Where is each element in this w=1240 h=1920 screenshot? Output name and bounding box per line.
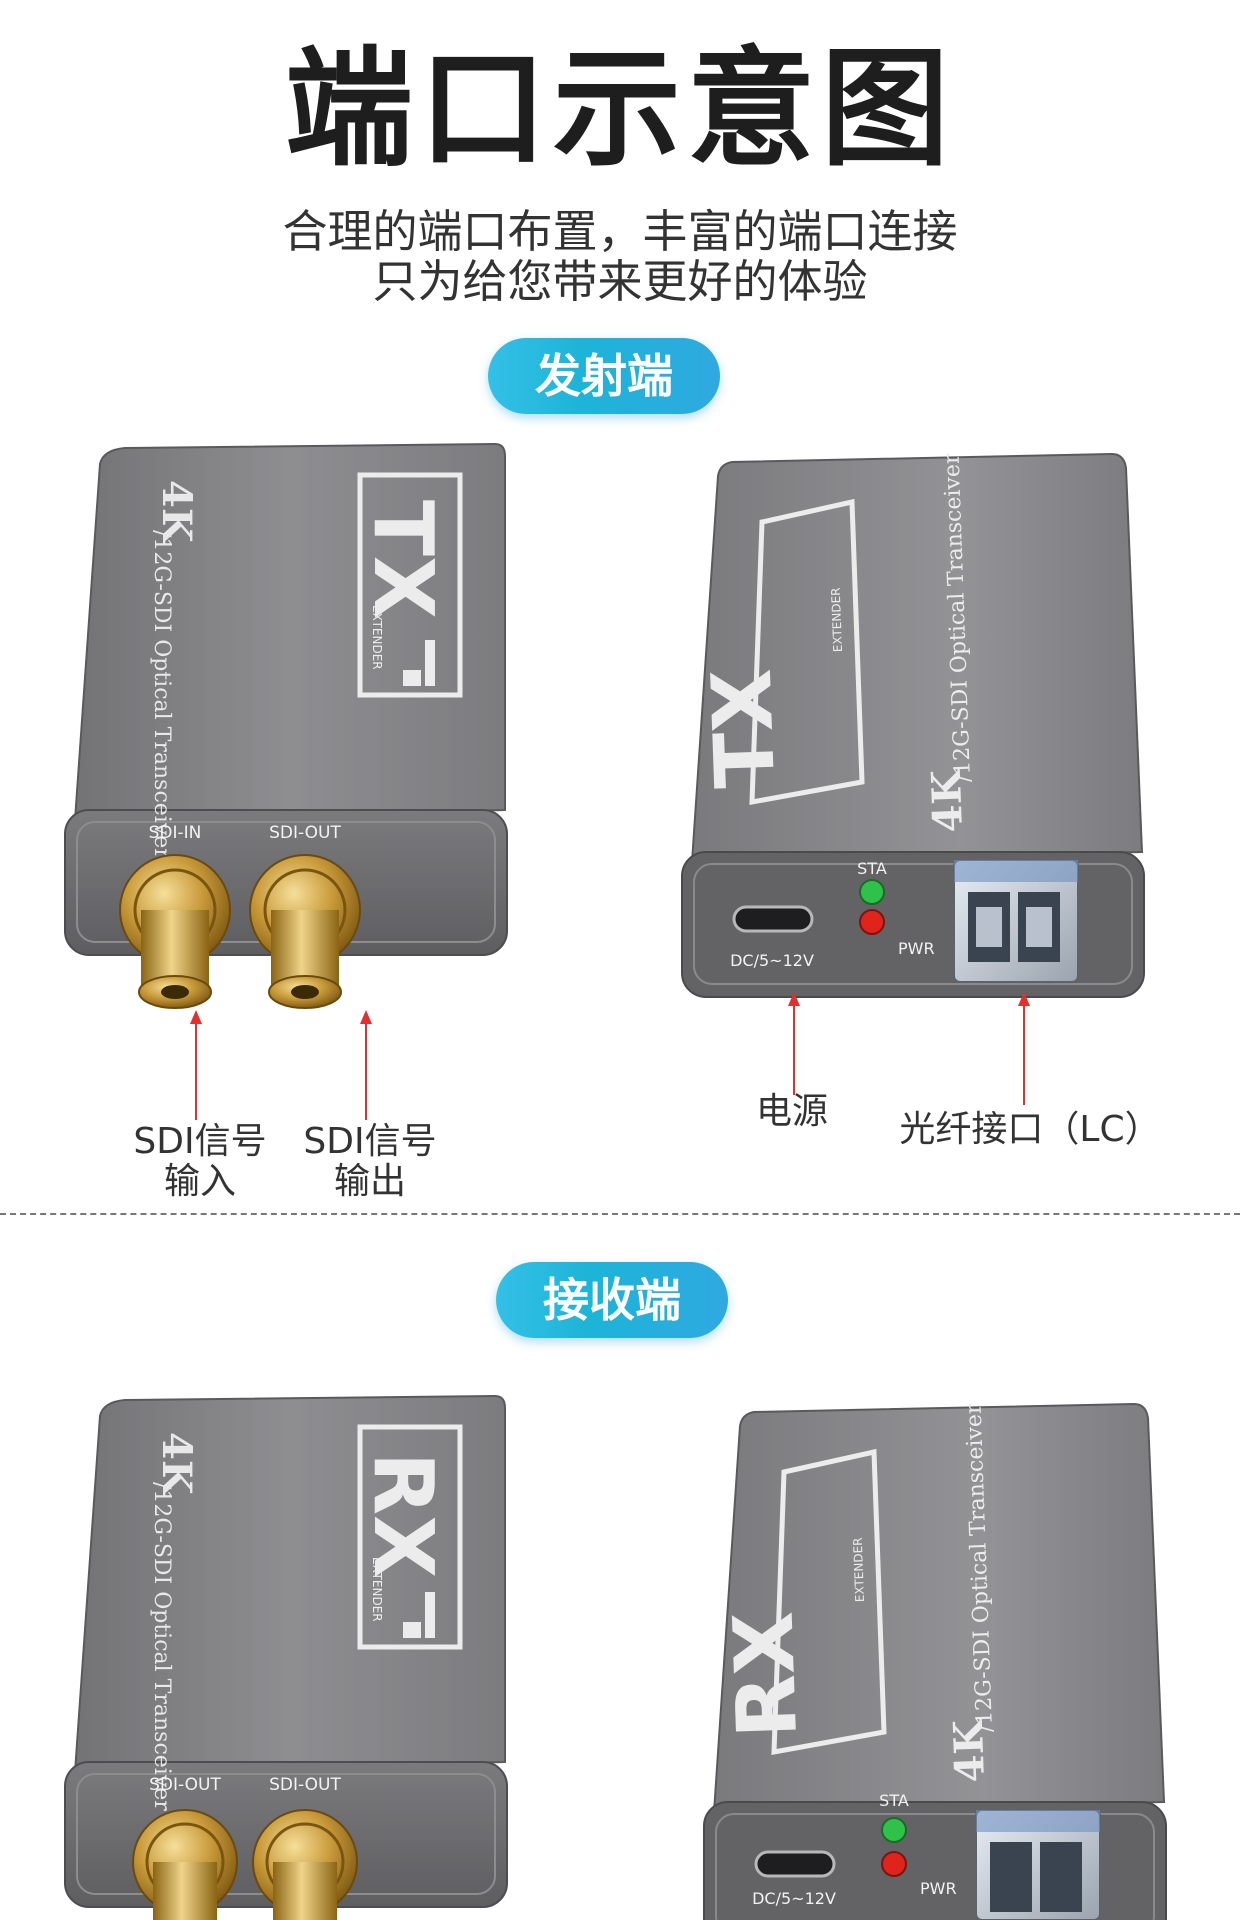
rx-front-device: 4K /12G-SDI Optical Transceiver RX EXTEN… <box>64 1394 508 1920</box>
usb-c-port[interactable] <box>732 905 814 933</box>
logo-text: TX <box>695 667 794 789</box>
rx-back-device: RX EXTENDER 4K /12G-SDI Optical Transcei… <box>703 1403 1167 1920</box>
port-label-1: SDI-IN <box>149 823 202 843</box>
page-title: 端口示意图 <box>284 35 955 184</box>
sta-led-icon <box>859 879 885 905</box>
callout-sdi-out-l1: SDI信号 <box>303 1121 437 1162</box>
logo-text: RX <box>717 1610 816 1740</box>
tx-front-device: 4K /12G-SDI Optical Transceiver TX EXTEN… <box>64 442 508 1009</box>
rx-section-pill: 接收端 <box>496 1262 728 1338</box>
bnc-connector-out[interactable] <box>249 854 361 1009</box>
callout-sdi-in-l2: 输入 <box>163 1161 236 1202</box>
led-sta-label: STA <box>857 859 887 878</box>
bnc-connector-in[interactable] <box>119 854 231 1009</box>
logo-text: RX <box>355 1452 450 1578</box>
logo-frame <box>357 472 463 698</box>
power-label: DC/5~12V <box>730 951 814 970</box>
port-label-1: SDI-OUT <box>149 1775 221 1795</box>
subtitle-line-2: 只为给您带来更好的体验 <box>372 255 868 308</box>
logo-frame <box>749 498 865 806</box>
logo-sub: EXTENDER <box>370 1557 384 1622</box>
subtitle-line-1: 合理的端口布置，丰富的端口连接 <box>282 205 958 258</box>
usb-c-port[interactable] <box>754 1850 836 1878</box>
pwr-led-icon <box>859 909 885 935</box>
bnc-connector-out-1[interactable] <box>132 1809 238 1920</box>
logo-sub: EXTENDER <box>829 587 845 652</box>
logo-sub: EXTENDER <box>851 1537 867 1602</box>
sfp-fiber-port[interactable] <box>975 1809 1101 1920</box>
logo-sub: EXTENDER <box>370 605 384 670</box>
sta-led-icon <box>881 1817 907 1843</box>
brand-label: 4K <box>153 1432 200 1496</box>
led-sta-label: STA <box>879 1791 909 1810</box>
sfp-fiber-port[interactable] <box>953 859 1079 983</box>
brand-label: 4K <box>945 1718 994 1783</box>
model-label: /12G-SDI Optical Transceiver <box>149 1482 174 1811</box>
callout-power: 电源 <box>755 1091 828 1132</box>
model-label: /12G-SDI Optical Transceiver <box>149 530 174 859</box>
brand-label: 4K <box>153 480 200 544</box>
logo-frame <box>357 1424 463 1650</box>
callout-sdi-in-l1: SDI信号 <box>133 1121 267 1162</box>
tx-front-arrows <box>190 1010 372 1120</box>
bnc-connector-out-2[interactable] <box>252 1809 358 1920</box>
brand-label: 4K <box>923 768 972 833</box>
led-pwr-label: PWR <box>920 1879 957 1898</box>
tx-back-device: TX EXTENDER 4K /12G-SDI Optical Transcei… <box>681 453 1145 998</box>
port-label-2: SDI-OUT <box>269 823 341 843</box>
tx-back-arrows <box>788 992 1030 1105</box>
callout-sdi-out-l2: 输出 <box>333 1161 406 1202</box>
pwr-led-icon <box>881 1851 907 1877</box>
logo-frame <box>771 1448 887 1756</box>
section-divider <box>0 1213 1240 1215</box>
tx-section-pill: 发射端 <box>488 338 720 414</box>
logo-text: TX <box>355 500 450 619</box>
callout-fiber: 光纤接口（LC） <box>899 1109 1161 1150</box>
power-label: DC/5~12V <box>752 1889 836 1908</box>
led-pwr-label: PWR <box>898 939 935 958</box>
port-label-2: SDI-OUT <box>269 1775 341 1795</box>
